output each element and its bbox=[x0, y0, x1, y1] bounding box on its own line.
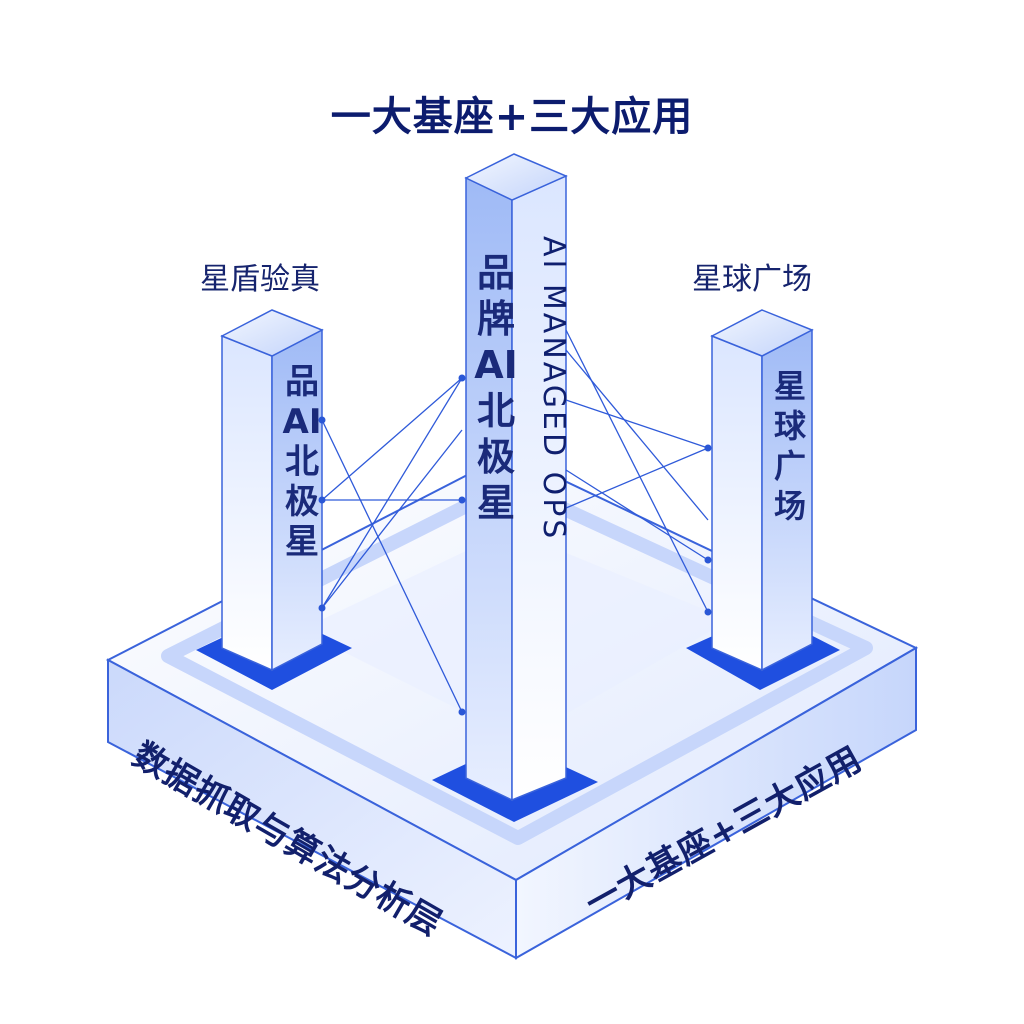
right-pillar bbox=[710, 309, 814, 672]
left-pillar-label: 星盾验真 bbox=[200, 262, 320, 297]
left-pillar-front bbox=[221, 334, 273, 672]
center-pillar-english-text: AI MANAGED OPS bbox=[536, 236, 571, 542]
connection-line bbox=[565, 349, 709, 521]
right-pillar-char: 球 bbox=[773, 407, 806, 445]
center-pillar-char: AI bbox=[474, 343, 518, 387]
right-pillar-char: 星 bbox=[773, 367, 806, 405]
connection-node bbox=[704, 608, 712, 616]
connection-line bbox=[321, 377, 463, 501]
right-pillar-text: 星 球 广 场 bbox=[770, 366, 810, 526]
base-inner-rim bbox=[161, 477, 873, 845]
left-pillar-text: 品 AI 北 极 星 bbox=[282, 362, 322, 562]
left-pillar-char: 北 bbox=[285, 442, 319, 482]
connection-line bbox=[565, 329, 709, 613]
right-pillar-label: 星球广场 bbox=[692, 262, 812, 297]
center-pillar-char: 牌 bbox=[476, 297, 515, 341]
right-pillar-top bbox=[710, 309, 814, 357]
connection-nodes bbox=[318, 374, 712, 716]
connection-node bbox=[318, 604, 326, 612]
diagram-title: 一大基座+三大应用 bbox=[330, 94, 694, 140]
connection-lines bbox=[321, 329, 709, 713]
center-pillar-text: 品 牌 AI 北 极 星 bbox=[474, 250, 518, 526]
connection-line bbox=[321, 429, 463, 609]
left-pillar bbox=[220, 309, 324, 672]
connection-node bbox=[318, 416, 326, 424]
center-pillar-char: 星 bbox=[476, 481, 515, 525]
center-pillar-char: 极 bbox=[476, 435, 515, 479]
connection-line bbox=[565, 469, 709, 561]
connection-node bbox=[458, 374, 466, 382]
left-pillar-char: 星 bbox=[285, 522, 319, 562]
right-pillar-front bbox=[711, 334, 763, 672]
connection-node bbox=[458, 708, 466, 716]
center-pillar bbox=[464, 153, 568, 802]
connection-line bbox=[321, 419, 463, 713]
left-pillar-char: 品 bbox=[285, 362, 319, 402]
left-pillar-char: AI bbox=[282, 402, 322, 442]
connection-node bbox=[704, 556, 712, 564]
connection-line bbox=[565, 447, 709, 509]
connection-node bbox=[458, 496, 466, 504]
connection-line bbox=[321, 377, 463, 609]
center-pillar-top bbox=[464, 153, 568, 201]
left-pillar-char: 极 bbox=[285, 482, 319, 522]
center-pillar-char: 品 bbox=[476, 251, 515, 295]
right-pillar-char: 广 bbox=[773, 447, 806, 485]
connection-line bbox=[565, 399, 709, 449]
left-pillar-top bbox=[220, 309, 324, 357]
base-right-face bbox=[515, 646, 917, 960]
right-pillar-char: 场 bbox=[773, 487, 806, 525]
connection-node bbox=[318, 496, 326, 504]
connection-node bbox=[704, 444, 712, 452]
center-pillar-char: 北 bbox=[476, 389, 515, 433]
